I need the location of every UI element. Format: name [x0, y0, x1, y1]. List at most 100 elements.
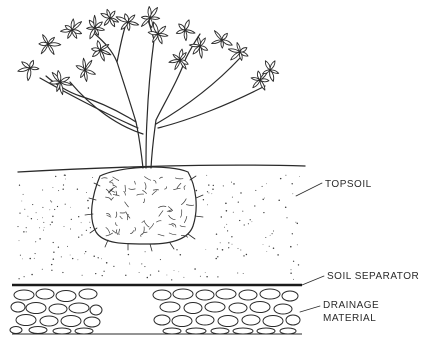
- drainage-stone: [14, 290, 34, 300]
- drainage-stone: [233, 328, 253, 334]
- soil-dot: [217, 276, 218, 277]
- soil-dot: [21, 201, 22, 202]
- soil-dot: [147, 277, 149, 279]
- leaf: [214, 31, 222, 40]
- soil-dot: [273, 247, 274, 248]
- ground-surface-line: [18, 165, 305, 172]
- soil-dot: [129, 264, 130, 265]
- soil-dot: [53, 258, 55, 260]
- soil-dot: [35, 241, 36, 242]
- soil-dot: [228, 247, 229, 248]
- soil-dot: [262, 199, 263, 200]
- soil-dot: [31, 274, 33, 276]
- soil-dot: [266, 183, 267, 184]
- soil-dot: [51, 221, 53, 223]
- root-strand: [111, 198, 113, 201]
- soil-dot: [101, 258, 102, 259]
- soil-dot: [55, 176, 56, 177]
- root-strand: [152, 191, 157, 195]
- root-strand: [169, 233, 176, 235]
- root-strand: [141, 234, 143, 237]
- soil-dot: [244, 224, 245, 225]
- drainage-stone: [79, 289, 97, 299]
- soil-dot: [207, 204, 208, 205]
- soil-dot: [222, 249, 224, 251]
- soil-dot: [233, 183, 235, 185]
- root-strand: [137, 194, 144, 195]
- soil-dot: [205, 249, 206, 250]
- soil-dot: [238, 201, 239, 202]
- soil-dot: [89, 222, 90, 223]
- soil-dot: [207, 191, 208, 192]
- soil-dot: [278, 200, 280, 202]
- soil-dot: [270, 235, 271, 236]
- drainage-stone: [205, 302, 225, 312]
- root-strand: [142, 221, 144, 223]
- soil-dot: [206, 175, 207, 176]
- root-strand: [159, 211, 163, 217]
- drainage-stone: [56, 291, 76, 302]
- soil-dot: [266, 251, 267, 252]
- soil-dot: [61, 256, 62, 257]
- soil-dot: [37, 219, 38, 220]
- drainage-stone: [61, 316, 81, 327]
- root-strand: [181, 210, 182, 218]
- soil-dot: [243, 255, 244, 256]
- soil-dot: [43, 222, 44, 223]
- soil-dot: [227, 230, 228, 231]
- soil-dot: [82, 275, 83, 276]
- topsoil-stipple: [17, 174, 300, 280]
- soil-dot: [34, 258, 35, 259]
- drainage-stone: [196, 315, 214, 325]
- root-strand: [159, 206, 166, 208]
- soil-dot: [141, 263, 142, 264]
- soil-dot: [36, 212, 37, 213]
- root-strand: [165, 187, 167, 189]
- leaf: [185, 20, 189, 30]
- drainage-stone: [11, 302, 25, 312]
- soil-dot: [42, 269, 43, 270]
- root-strand: [184, 186, 185, 190]
- soil-dot: [78, 237, 79, 238]
- soil-dot: [27, 216, 28, 217]
- soil-dot: [42, 217, 43, 218]
- soil-dot: [65, 204, 66, 205]
- root-strand: [184, 216, 186, 222]
- soil-dot: [42, 189, 43, 190]
- soil-dot: [223, 185, 224, 186]
- soil-dot: [238, 248, 239, 249]
- drainage-stone: [274, 304, 292, 314]
- soil-dot: [44, 227, 45, 228]
- soil-dot: [292, 233, 293, 234]
- root-strand: [169, 224, 173, 226]
- soil-dot: [29, 258, 31, 260]
- soil-dot: [98, 257, 99, 258]
- root-strand: [149, 224, 153, 230]
- soil-dot: [225, 203, 227, 205]
- soil-dot: [65, 179, 66, 180]
- soil-dot: [212, 188, 213, 189]
- soil-dot: [299, 176, 300, 177]
- soil-dot: [81, 234, 82, 235]
- root-ball: [85, 167, 203, 251]
- drainage-stone: [29, 327, 47, 334]
- soil-dot: [86, 230, 87, 231]
- soil-dot: [39, 227, 40, 228]
- root-strand: [135, 228, 136, 232]
- soil-dot: [290, 246, 292, 248]
- soil-dot: [19, 240, 20, 241]
- soil-dot: [269, 246, 270, 247]
- soil-dot: [102, 275, 103, 276]
- soil-dot: [106, 262, 108, 264]
- soil-dot: [58, 190, 59, 191]
- soil-dot: [263, 212, 264, 213]
- root-strand: [130, 231, 133, 234]
- leaf: [189, 44, 200, 47]
- leaf: [200, 38, 205, 46]
- root-strand: [145, 177, 151, 181]
- soil-dot: [145, 251, 146, 252]
- soil-dot: [290, 272, 291, 273]
- soil-dot: [90, 227, 91, 228]
- soil-dot: [129, 263, 130, 264]
